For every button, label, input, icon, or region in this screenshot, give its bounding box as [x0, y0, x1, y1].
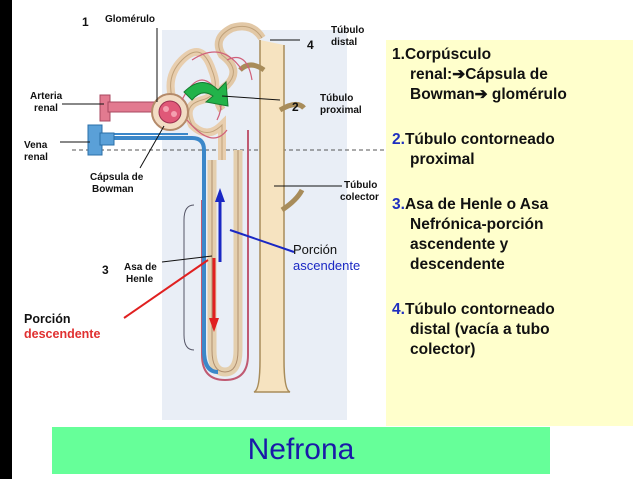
title-bar: Nefrona	[52, 427, 550, 474]
info-item-1-line1: Corpúsculo	[404, 46, 492, 63]
number-2-label: 2	[292, 100, 299, 114]
tubulo-proximal-label-line1: Túbulo	[320, 93, 354, 104]
vena-renal-label-line2: renal	[24, 152, 48, 163]
porcion-ascendente-label: Porción ascendente	[293, 242, 360, 274]
tubulo-colector-label-line2: colector	[340, 192, 379, 203]
bowman-capsule	[151, 93, 189, 131]
info-item-4: 4.Túbulo contorneado distal (vacía a tub…	[392, 300, 555, 360]
porcion-ascendente-line1: Porción	[293, 242, 338, 257]
info-item-3-line1: Asa de Henle o Asa	[404, 196, 549, 213]
info-item-1-line2: renal:➔Cápsula de	[410, 66, 548, 83]
porcion-descendente-line2: descendente	[24, 327, 101, 341]
nephron-diagram	[60, 22, 387, 420]
info-item-4-line1: Túbulo contorneado	[404, 301, 555, 318]
renal-vein	[87, 124, 115, 156]
arteria-renal-label-line1: Arteria	[30, 91, 63, 102]
red-down-arrow-icon	[209, 258, 219, 332]
info-item-2-number: 2.	[392, 131, 405, 148]
capsula-bowman-label-line2: Bowman	[92, 184, 134, 195]
capsula-bowman-label-line1: Cápsula de	[90, 172, 144, 183]
asa-henle-label-line2: Henle	[126, 274, 154, 285]
tubulo-distal-label-line2: distal	[331, 37, 358, 48]
info-item-4-number: 4.	[392, 301, 405, 318]
info-item-1-number: 1.	[392, 46, 405, 63]
tubulo-proximal-label-line2: proximal	[320, 105, 362, 116]
vena-renal-label-line1: Vena	[24, 140, 48, 151]
vasa-recta	[100, 133, 219, 374]
leader-lines	[60, 28, 342, 319]
info-box: 1.Corpúsculo renal:➔Cápsula de Bowman➔ g…	[386, 40, 633, 426]
info-item-4-line2: distal (vacía a tubo	[410, 321, 550, 338]
tubulo-colector-label-line1: Túbulo	[344, 180, 378, 191]
number-1-label: 1	[82, 15, 89, 29]
tubulo-distal-label-line1: Túbulo	[331, 25, 365, 36]
info-item-3-number: 3.	[392, 196, 405, 213]
info-item-2-line2: proximal	[410, 151, 475, 168]
info-item-3-line2: Nefrónica-porción	[410, 216, 544, 233]
info-item-1-line3: Bowman➔ glomérulo	[410, 86, 567, 103]
loop-of-henle	[201, 130, 249, 382]
green-flow-arrow-icon	[183, 80, 229, 107]
arteria-renal-label-line2: renal	[34, 103, 58, 114]
collecting-duct	[238, 40, 306, 393]
slide-title: Nefrona	[247, 433, 355, 466]
number-3-label: 3	[102, 263, 109, 277]
porcion-descendente-line1: Porción	[24, 312, 71, 326]
number-4-label: 4	[307, 38, 314, 52]
porcion-ascendente-line2: ascendente	[293, 258, 361, 273]
info-item-2-line1: Túbulo contorneado	[404, 131, 555, 148]
info-item-3-line4: descendente	[410, 256, 505, 273]
info-item-2: 2.Túbulo contorneado proximal	[392, 130, 555, 170]
porcion-descendente-label: Porción descendente	[24, 312, 100, 342]
info-item-3: 3.Asa de Henle o Asa Nefrónica-porción a…	[392, 195, 548, 275]
asa-henle-label-line1: Asa de	[124, 262, 157, 273]
info-item-1: 1.Corpúsculo renal:➔Cápsula de Bowman➔ g…	[392, 45, 567, 105]
glomerulo-label: Glomérulo	[105, 14, 156, 25]
blue-up-arrow-icon	[215, 188, 225, 262]
info-item-3-line3: ascendente y	[410, 236, 509, 253]
info-item-4-line3: colector)	[410, 341, 476, 358]
renal-artery	[99, 94, 157, 122]
